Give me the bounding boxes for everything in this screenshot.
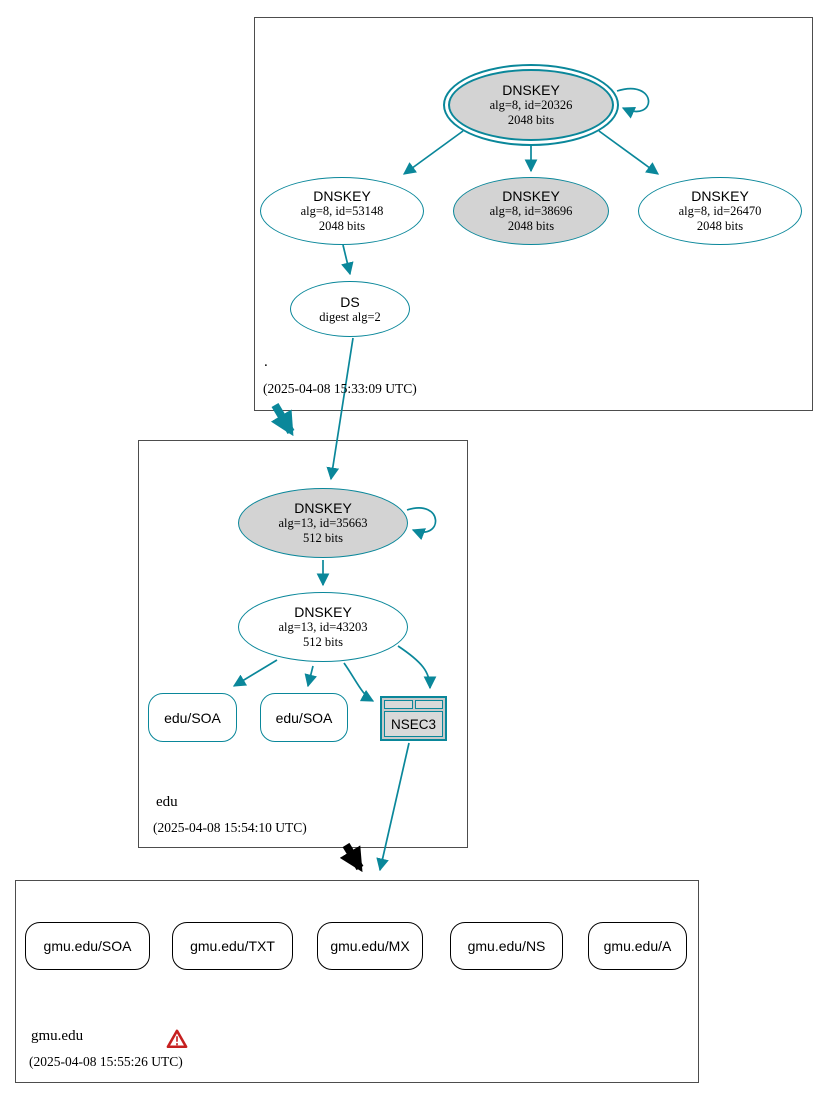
zone-name-edu: edu	[156, 794, 178, 810]
dnskey-alg-id: alg=8, id=38696	[489, 204, 573, 219]
warning-icon[interactable]	[166, 1029, 188, 1049]
dnskey-node-edu-zsk-43203[interactable]: DNSKEY alg=13, id=43203 512 bits	[238, 592, 408, 662]
rrset-node-edu-soa-2[interactable]: edu/SOA	[260, 693, 348, 742]
dnskey-title: DNSKEY	[502, 188, 560, 205]
dnskey-title: DNSKEY	[294, 604, 352, 621]
rrset-node-edu-soa-1[interactable]: edu/SOA	[148, 693, 237, 742]
zone-timestamp-gmu-edu: (2025-04-08 15:55:26 UTC)	[29, 1054, 183, 1069]
rrset-node-gmu-mx[interactable]: gmu.edu/MX	[317, 922, 423, 970]
edge-edu-to-gmu-delegation-arrow	[339, 842, 364, 873]
dnskey-node-root-ksk-20326[interactable]: DNSKEY alg=8, id=20326 2048 bits	[443, 64, 619, 146]
zone-timestamp-root: (2025-04-08 15:33:09 UTC)	[263, 381, 417, 396]
dnskey-title: DNSKEY	[294, 500, 352, 517]
dnskey-bits: 512 bits	[303, 531, 343, 546]
nsec3-cell-2	[414, 700, 443, 709]
dnskey-bits: 512 bits	[303, 635, 343, 650]
dnskey-title: DNSKEY	[313, 188, 371, 205]
rrset-node-gmu-soa[interactable]: gmu.edu/SOA	[25, 922, 150, 970]
dnskey-node-root-zsk-38696[interactable]: DNSKEY alg=8, id=38696 2048 bits	[453, 177, 609, 245]
dnskey-node-root-zsk-26470[interactable]: DNSKEY alg=8, id=26470 2048 bits	[638, 177, 802, 245]
nsec3-node-edu[interactable]: NSEC3	[380, 696, 447, 741]
dnskey-title: DNSKEY	[502, 82, 560, 99]
zone-box-root	[254, 17, 813, 411]
rrset-label: edu/SOA	[164, 709, 221, 726]
ds-digest: digest alg=2	[319, 309, 381, 324]
rrset-label: gmu.edu/TXT	[190, 938, 275, 954]
nsec3-label: NSEC3	[384, 711, 443, 737]
dnskey-bits: 2048 bits	[507, 113, 555, 128]
zone-timestamp-edu: (2025-04-08 15:54:10 UTC)	[153, 820, 307, 835]
dnskey-node-root-ksk-20326-inner: DNSKEY alg=8, id=20326 2048 bits	[448, 69, 614, 141]
zone-name-root: .	[264, 354, 268, 370]
ds-node-root[interactable]: DS digest alg=2	[290, 281, 410, 337]
rrset-label: gmu.edu/NS	[467, 938, 546, 954]
rrset-label: gmu.edu/SOA	[43, 938, 132, 954]
rrset-node-gmu-txt[interactable]: gmu.edu/TXT	[172, 922, 293, 970]
dnskey-bits: 2048 bits	[507, 219, 555, 234]
rrset-node-gmu-a[interactable]: gmu.edu/A	[588, 922, 687, 970]
dnskey-bits: 2048 bits	[318, 219, 366, 234]
rrset-node-gmu-ns[interactable]: gmu.edu/NS	[450, 922, 563, 970]
dnskey-title: DNSKEY	[691, 188, 749, 205]
dnskey-alg-id: alg=13, id=43203	[278, 620, 368, 635]
dnskey-alg-id: alg=13, id=35663	[278, 516, 368, 531]
zone-box-edu	[138, 440, 468, 848]
ds-title: DS	[340, 293, 360, 310]
rrset-label: gmu.edu/MX	[330, 938, 410, 954]
dnskey-alg-id: alg=8, id=26470	[678, 204, 762, 219]
dnskey-alg-id: alg=8, id=20326	[489, 98, 573, 113]
zone-name-gmu-edu: gmu.edu	[31, 1028, 84, 1044]
dnskey-node-edu-ksk-35663[interactable]: DNSKEY alg=13, id=35663 512 bits	[238, 488, 408, 558]
dnskey-node-root-zsk-53148[interactable]: DNSKEY alg=8, id=53148 2048 bits	[260, 177, 424, 245]
rrset-label: edu/SOA	[275, 709, 333, 726]
rrset-label: gmu.edu/A	[603, 938, 672, 954]
nsec3-header-row	[384, 700, 443, 709]
dnskey-bits: 2048 bits	[696, 219, 744, 234]
dnskey-alg-id: alg=8, id=53148	[300, 204, 384, 219]
zone-box-gmu-edu	[15, 880, 699, 1083]
nsec3-cell-1	[384, 700, 413, 709]
